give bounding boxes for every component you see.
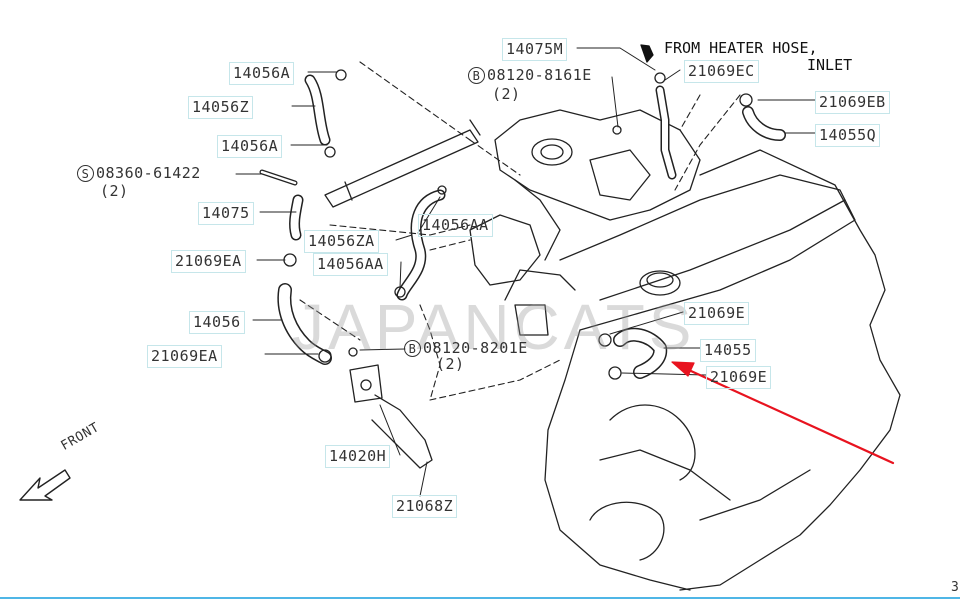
heading-heater-hose: FROM HEATER HOSE, xyxy=(664,39,818,57)
pipe-14020h xyxy=(371,394,433,469)
callout-14056a-upper[interactable]: 14056A xyxy=(229,62,295,85)
callout-14075m[interactable]: 14075M xyxy=(502,38,568,61)
pipe-14075 xyxy=(324,129,479,208)
callout-21069e-lower[interactable]: 21069E xyxy=(706,366,772,389)
bolt-symbol-icon: B xyxy=(468,67,485,84)
heading-inlet: INLET xyxy=(807,56,853,74)
callout-21069ec[interactable]: 21069EC xyxy=(684,60,759,83)
page-number: 3 xyxy=(951,580,959,595)
bolt-symbol-icon: B xyxy=(404,340,421,357)
callout-14056aa-lower[interactable]: 14056AA xyxy=(313,253,388,276)
watermark: JAPANCATS xyxy=(292,291,696,363)
red-pointer-arrow xyxy=(678,364,895,465)
callout-14056aa-upper[interactable]: 14056AA xyxy=(418,214,493,237)
bottom-rule xyxy=(0,597,960,599)
callout-14075[interactable]: 14075 xyxy=(198,202,254,225)
callout-14055[interactable]: 14055 xyxy=(700,339,756,362)
callout-14056a-lower[interactable]: 14056A xyxy=(217,135,283,158)
callout-14056z[interactable]: 14056Z xyxy=(188,96,254,119)
callout-08120-8201e-qty: (2) xyxy=(436,355,465,373)
water-outlet xyxy=(349,364,383,403)
callout-21069ea-lower[interactable]: 21069EA xyxy=(147,345,222,368)
callout-14056za[interactable]: 14056ZA xyxy=(304,230,379,253)
callout-21068z[interactable]: 21068Z xyxy=(392,495,458,518)
inlet-arrow xyxy=(640,44,654,63)
callout-14055q[interactable]: 14055Q xyxy=(815,124,881,147)
callout-21069e-upper[interactable]: 21069E xyxy=(684,302,750,325)
front-arrow xyxy=(19,469,71,501)
callout-14056[interactable]: 14056 xyxy=(189,311,245,334)
callout-14020h[interactable]: 14020H xyxy=(325,445,391,468)
callout-08360-61422-qty: (2) xyxy=(100,182,129,200)
callout-21069eb[interactable]: 21069EB xyxy=(815,91,890,114)
callout-08120-8161e-qty: (2) xyxy=(492,85,521,103)
engine-outline xyxy=(679,149,901,591)
screw-symbol-icon: S xyxy=(77,165,94,182)
callout-21069ea-upper[interactable]: 21069EA xyxy=(171,250,246,273)
